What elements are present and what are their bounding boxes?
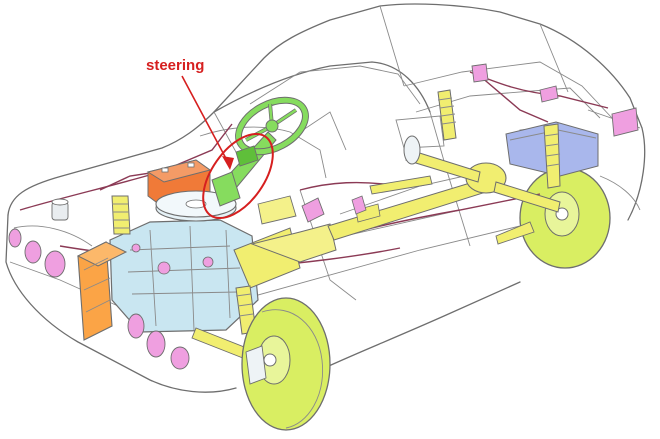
rear-right-wheel	[519, 167, 611, 269]
steering-annotation: steering	[146, 57, 274, 220]
engine	[109, 190, 259, 333]
annotation-arrow-line	[181, 75, 231, 167]
front-lamps	[8, 228, 190, 370]
rear-brake-drum	[403, 135, 421, 165]
drivetrain	[111, 89, 561, 365]
brake-fluid-reservoir	[51, 198, 69, 221]
front-brake-caliper	[245, 345, 267, 385]
steering-system	[211, 96, 309, 207]
steering-label: steering	[146, 57, 204, 74]
rear-lamps	[471, 63, 639, 137]
radiator	[76, 241, 128, 341]
brake-servo	[301, 195, 367, 223]
front-right-wheel	[241, 297, 331, 431]
annotation-arrow-head	[222, 156, 234, 170]
steering-highlight-ellipse	[202, 132, 274, 220]
